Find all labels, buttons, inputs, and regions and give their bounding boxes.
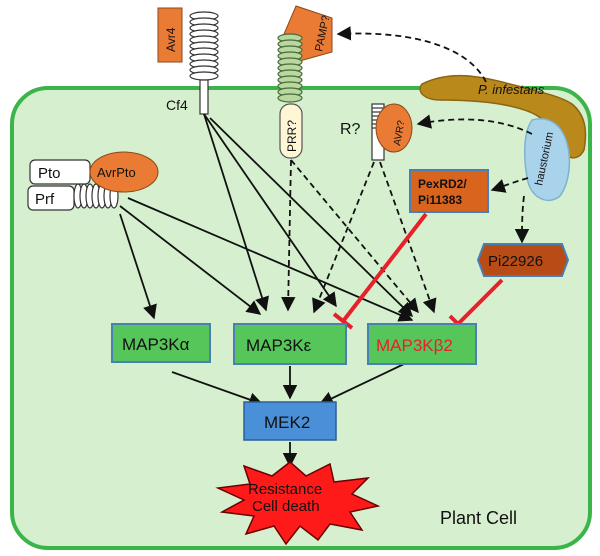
plant-cell-label: Plant Cell	[440, 508, 517, 528]
map3k-beta2-box	[367, 323, 477, 365]
resistance-label-1: Resistance	[248, 481, 322, 498]
map3k-alpha-box	[111, 323, 211, 363]
avr4-box	[157, 7, 183, 63]
cf4-stem	[199, 79, 209, 115]
avr-label: AVR?	[392, 119, 407, 146]
haustorium	[523, 118, 571, 202]
map3k-epsilon-label: MAP3Kε	[246, 336, 312, 355]
map3k-alpha-label: MAP3Kα	[122, 335, 190, 354]
dashed-arrows	[281, 26, 533, 314]
map3k-epsilon-box	[233, 323, 347, 365]
cf4-coil	[189, 11, 219, 81]
avrpto-shape	[89, 151, 159, 193]
resistance-label-2: Cell death	[252, 498, 320, 515]
map3k-beta2-label: MAP3Kβ2	[376, 336, 453, 355]
mek2-label: MEK2	[264, 413, 310, 432]
r-label: R?	[340, 121, 361, 138]
pexrd2-box	[409, 169, 489, 213]
avrpto-label: AvrPto	[97, 165, 136, 180]
pexrd2-label-2: Pi11383	[418, 193, 462, 207]
prf-label: Prf	[35, 191, 55, 208]
resistance-burst	[215, 461, 381, 546]
pto-label: Pto	[38, 165, 61, 182]
pi22926-box	[476, 243, 570, 277]
pathogen-name: P. infestans	[478, 82, 545, 97]
prr-body	[279, 103, 303, 159]
pathogen-hypha	[419, 74, 587, 159]
prr-coil	[277, 33, 303, 103]
activation-arrows	[119, 113, 414, 468]
avr-shape	[375, 103, 413, 153]
prr-label: PRR?	[285, 120, 299, 152]
pexrd2-label-1: PexRD2/	[418, 177, 467, 191]
avr4-label: Avr4	[164, 27, 178, 52]
mek2-box	[243, 401, 337, 441]
pi22926-label: Pi22926	[488, 253, 543, 270]
cf4-label: Cf4	[166, 97, 188, 113]
